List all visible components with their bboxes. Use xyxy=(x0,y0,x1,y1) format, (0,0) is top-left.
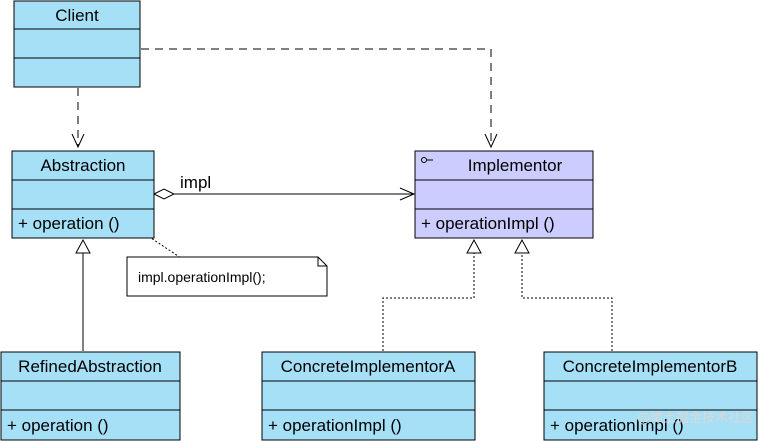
operation: + operationImpl () xyxy=(268,416,402,435)
class-name: ConcreteImplementorB xyxy=(563,357,738,376)
note: impl.operationImpl(); xyxy=(126,256,328,297)
note-text: impl.operationImpl(); xyxy=(138,269,266,285)
aggregation-impl: impl xyxy=(152,173,416,201)
watermark: @稀土掘金技术社区 xyxy=(637,410,754,426)
operation: + operationImpl () xyxy=(550,416,684,435)
class-name: RefinedAbstraction xyxy=(18,357,162,376)
class-refined-abstraction[interactable]: RefinedAbstraction + operation () xyxy=(0,351,181,441)
operation: + operation () xyxy=(7,416,109,435)
interface-marker-icon xyxy=(421,157,433,163)
class-concrete-implementor-b[interactable]: ConcreteImplementorB + operationImpl () xyxy=(543,351,758,441)
class-name: ConcreteImplementorA xyxy=(281,357,456,376)
class-implementor[interactable]: Implementor + operationImpl () xyxy=(414,150,594,239)
class-name: Implementor xyxy=(468,156,563,175)
dependency-client-abstraction xyxy=(71,88,85,149)
class-client[interactable]: Client xyxy=(13,0,141,88)
realization-concrete-a xyxy=(382,238,482,351)
dependency-client-implementor xyxy=(141,48,498,149)
class-name: Client xyxy=(55,6,99,25)
operation: + operationImpl () xyxy=(421,214,555,233)
class-abstraction[interactable]: Abstraction + operation () xyxy=(11,150,155,239)
operation: + operation () xyxy=(18,214,120,233)
generalization-refined xyxy=(75,238,91,351)
class-name: Abstraction xyxy=(40,156,125,175)
realization-concrete-b xyxy=(514,238,613,351)
association-label: impl xyxy=(180,173,211,192)
class-concrete-implementor-a[interactable]: ConcreteImplementorA + operationImpl () xyxy=(261,351,476,441)
